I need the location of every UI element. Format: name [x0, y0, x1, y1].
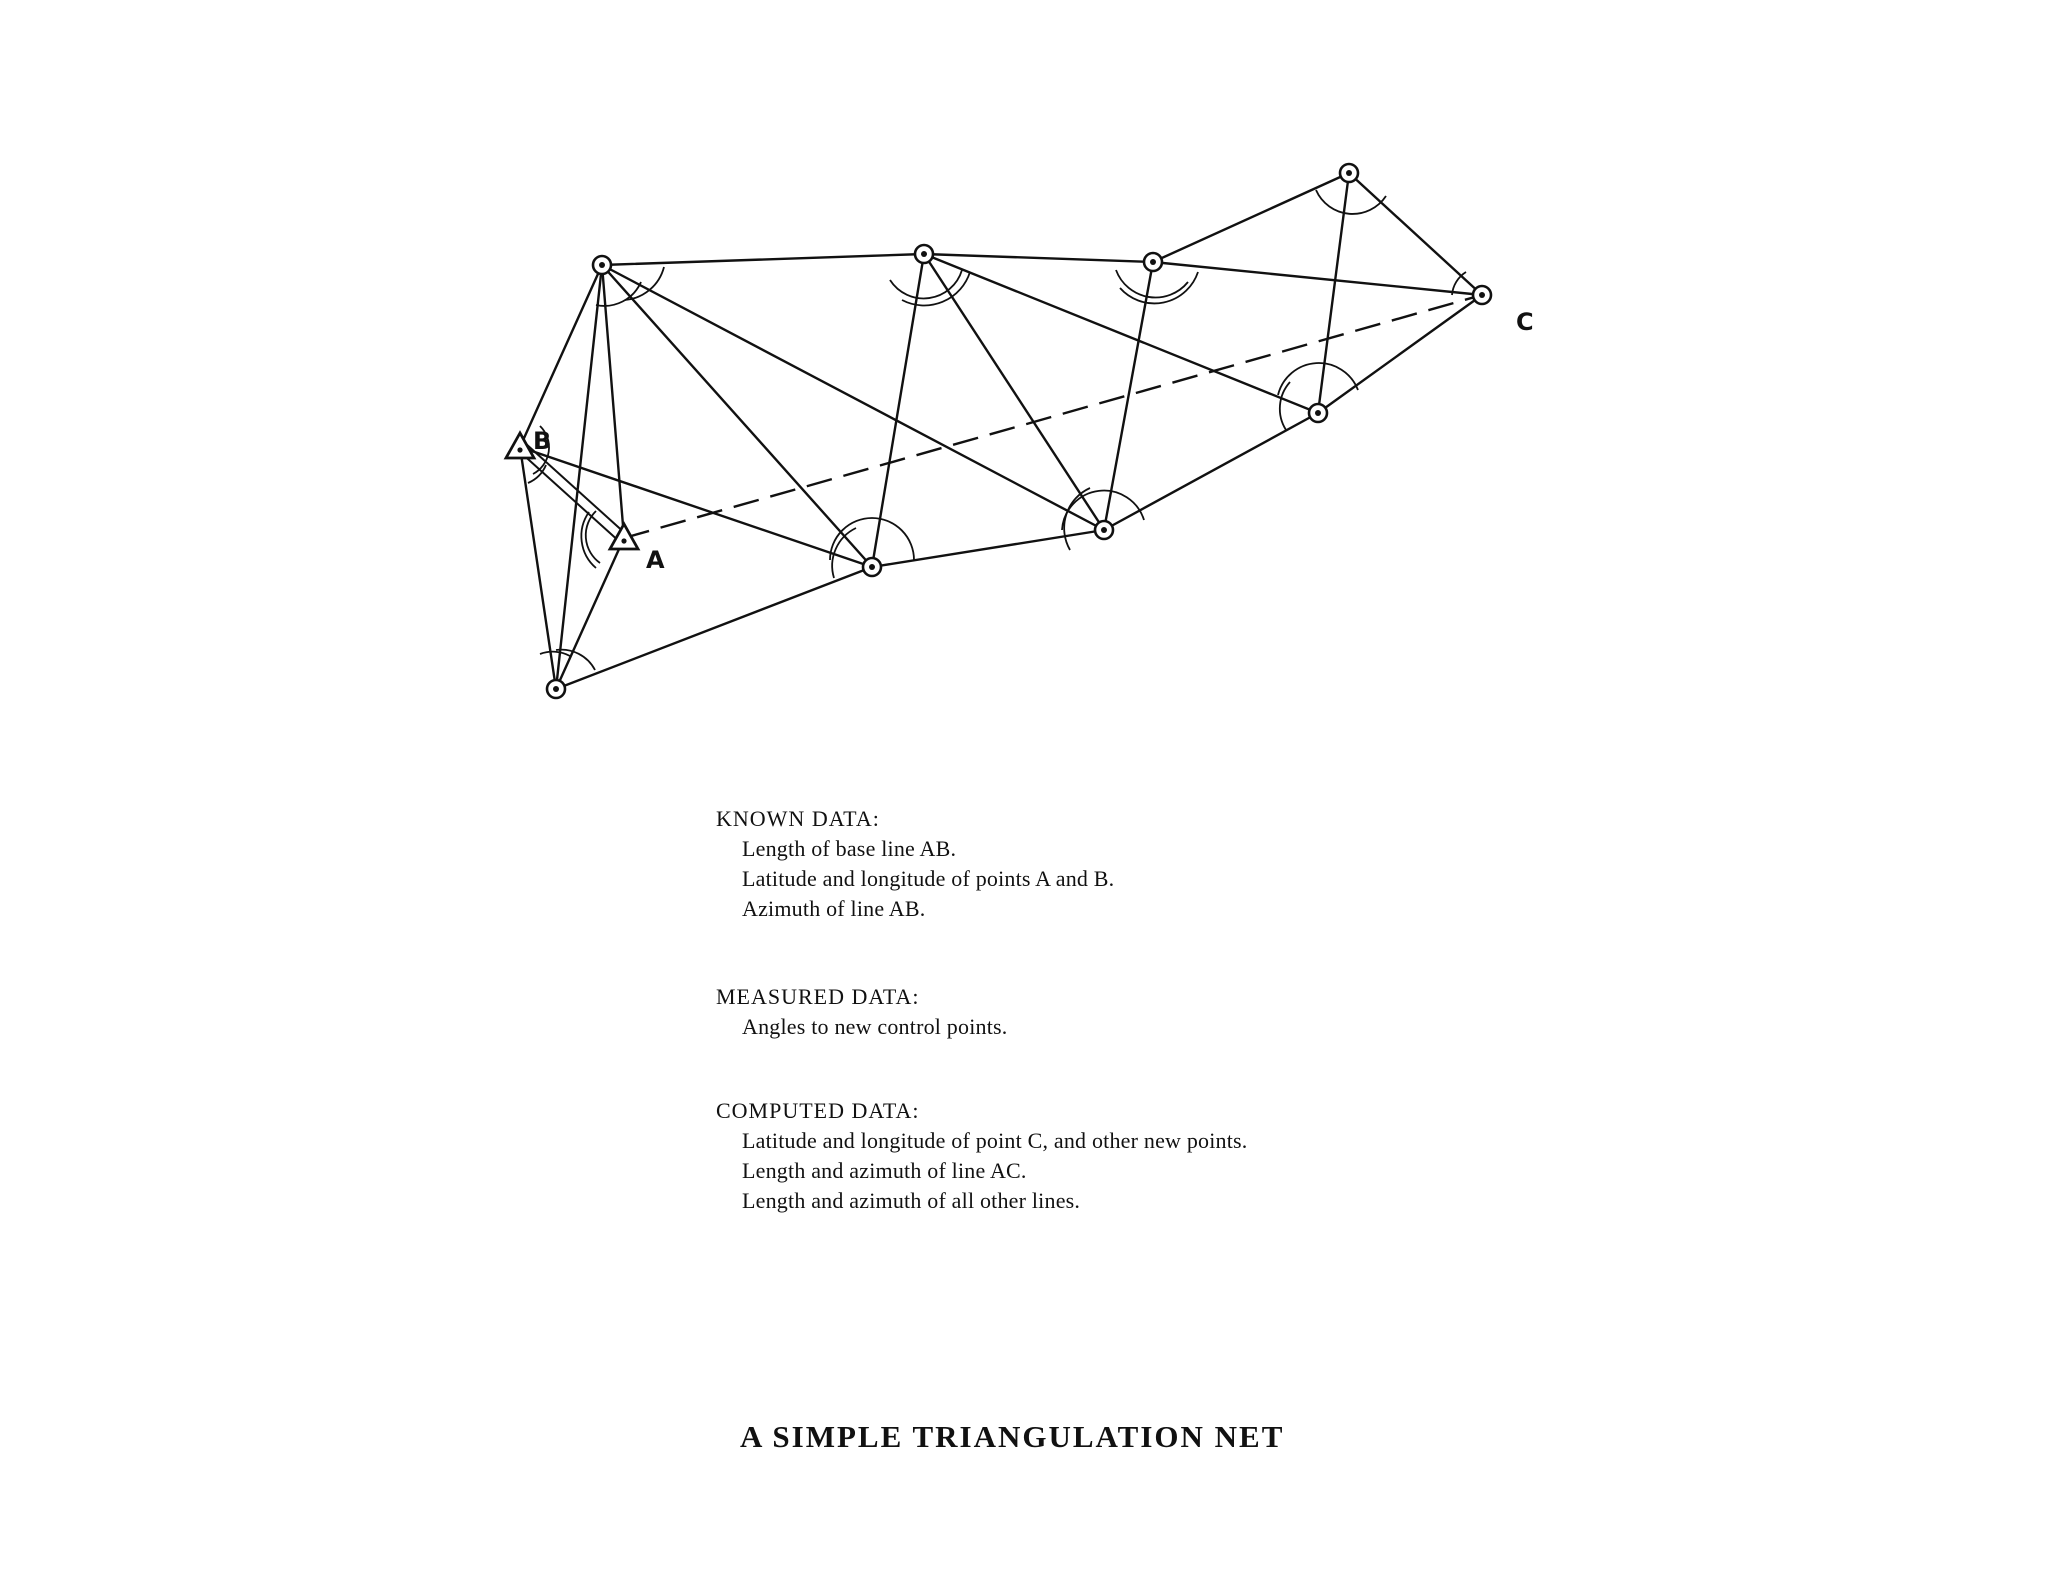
angle-arc-p2-wide: [901, 271, 971, 307]
angle-arc-p7-wide: [1063, 487, 1091, 551]
station-marker: [1471, 284, 1493, 306]
angle-arc-p1-right: [624, 266, 665, 301]
angle-arc-p3: [1115, 269, 1189, 299]
line-p6-p7: [1102, 411, 1320, 532]
computed-data-section: COMPUTED DATA: Latitude and longitude of…: [716, 1096, 1248, 1216]
line-p2-p6: [922, 252, 1320, 415]
known-data-item: Azimuth of line AB.: [742, 896, 926, 921]
line-p1-p7: [600, 263, 1106, 532]
line-p2-p9: [870, 252, 926, 569]
computed-data-item: Length and azimuth of line AC.: [742, 1158, 1027, 1183]
line-a-p1: [600, 263, 626, 540]
angle-arc-p10: [555, 648, 596, 671]
measured-data-heading: MEASURED DATA:: [716, 984, 920, 1009]
angle-arc-b: [532, 425, 550, 475]
angle-arcs: [527, 189, 1467, 671]
point-label-c: C: [1516, 308, 1534, 336]
angle-arc-b-lower: [527, 464, 547, 484]
angle-arc-p9-wide: [831, 527, 857, 579]
line-b-p10: [518, 445, 558, 691]
station-marker: [1307, 402, 1329, 424]
angle-arc-p9: [829, 517, 915, 561]
angle-arc-p1: [595, 281, 642, 307]
line-p1-p9: [600, 263, 874, 569]
line-p9-p10: [554, 565, 874, 691]
base-station-a: [607, 521, 641, 551]
line-p3-c: [1151, 260, 1484, 297]
point-label-b: B: [533, 427, 551, 455]
computed-data-heading: COMPUTED DATA:: [716, 1098, 920, 1123]
station-marker: [1338, 162, 1360, 184]
measured-data-section: MEASURED DATA: Angles to new control poi…: [716, 982, 1008, 1042]
network-lines: [518, 171, 1484, 691]
computed-data-item: Latitude and longitude of point C, and o…: [742, 1128, 1248, 1153]
station-marker: [1093, 519, 1115, 541]
control-stations: [545, 162, 1493, 700]
computed-data-item: Length and azimuth of all other lines.: [742, 1188, 1081, 1213]
line-p1-p10: [554, 263, 604, 691]
station-marker: [861, 556, 883, 578]
line-b-p1: [518, 263, 604, 449]
point-label-a: A: [646, 546, 665, 574]
angle-arc-p3-wide: [1119, 271, 1199, 305]
base-station-b: [503, 430, 537, 460]
angle-arc-a: [584, 510, 601, 564]
angle-arc-p6: [1277, 362, 1359, 396]
station-marker: [913, 243, 935, 265]
line-p2-p7: [922, 252, 1106, 532]
line-p2-p3: [922, 252, 1155, 264]
dashed-line-a-c: [623, 293, 1483, 540]
station-marker: [545, 678, 567, 700]
known-data-item: Latitude and longitude of points A and B…: [742, 866, 1115, 891]
figure-title: A SIMPLE TRIANGULATION NET: [740, 1419, 1285, 1454]
known-data-heading: KNOWN DATA:: [716, 806, 880, 831]
known-data-item: Length of base line AB.: [742, 836, 957, 861]
line-a-p10: [554, 536, 626, 691]
line-p4-c: [1347, 171, 1484, 297]
line-p3-p4: [1151, 171, 1351, 264]
line-p1-p2: [600, 252, 926, 267]
station-marker: [591, 254, 613, 276]
measured-data-item: Angles to new control points.: [742, 1014, 1008, 1039]
angle-arc-c: [1451, 271, 1467, 296]
base-line-ab: [518, 442, 628, 544]
angle-arc-p6-wide: [1278, 381, 1291, 431]
known-data-section: KNOWN DATA: Length of base line AB. Lati…: [716, 804, 1114, 924]
station-marker: [1142, 251, 1164, 273]
line-b-p9: [518, 445, 874, 569]
angle-arc-p10-left: [539, 650, 571, 657]
angle-arc-p4: [1315, 189, 1387, 215]
angle-arc-p2: [889, 269, 963, 300]
angle-arc-a-right: [580, 511, 597, 569]
line-p3-p7: [1102, 260, 1155, 532]
line-p6-c: [1316, 293, 1484, 415]
